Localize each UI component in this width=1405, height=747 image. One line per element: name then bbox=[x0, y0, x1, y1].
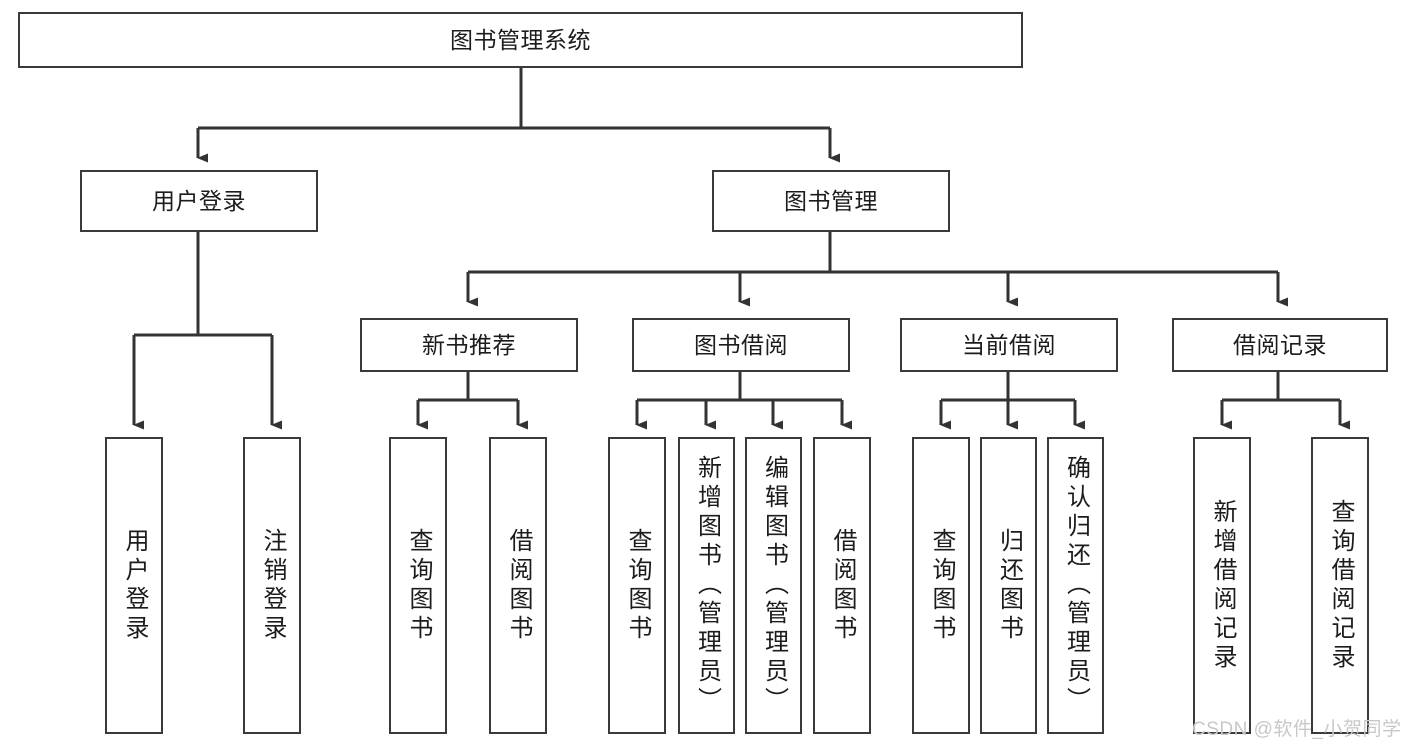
leaf-user-login-logout-label: 注销登录 bbox=[259, 527, 286, 644]
leaf-current-borrow-confirm-return[interactable]: 确认归还（管理员） bbox=[1047, 437, 1104, 734]
node-new-book-recommend-label: 新书推荐 bbox=[422, 331, 516, 358]
leaf-current-borrow-return-book[interactable]: 归还图书 bbox=[980, 437, 1037, 734]
leaf-borrow-record-query-record-label: 查询借阅记录 bbox=[1327, 498, 1354, 673]
leaf-user-login-logout[interactable]: 注销登录 bbox=[243, 437, 301, 734]
node-book-management[interactable]: 图书管理 bbox=[712, 170, 950, 232]
leaf-borrow-record-add-record-label: 新增借阅记录 bbox=[1209, 498, 1236, 673]
leaf-book-borrow-edit-book[interactable]: 编辑图书（管理员） bbox=[745, 437, 802, 734]
node-root-book-management-system[interactable]: 图书管理系统 bbox=[18, 12, 1023, 68]
node-root-label: 图书管理系统 bbox=[450, 26, 591, 53]
leaf-book-borrow-edit-book-label: 编辑图书（管理员） bbox=[760, 455, 788, 716]
node-borrow-record[interactable]: 借阅记录 bbox=[1172, 318, 1388, 372]
leaf-current-borrow-confirm-return-label: 确认归还（管理员） bbox=[1062, 455, 1090, 716]
node-book-management-label: 图书管理 bbox=[784, 187, 878, 214]
leaf-new-book-borrow-book[interactable]: 借阅图书 bbox=[489, 437, 547, 734]
node-current-borrow[interactable]: 当前借阅 bbox=[900, 318, 1118, 372]
leaf-book-borrow-borrow-book-label: 借阅图书 bbox=[829, 527, 856, 644]
leaf-current-borrow-query-book-label: 查询图书 bbox=[928, 527, 955, 644]
leaf-current-borrow-return-book-label: 归还图书 bbox=[995, 527, 1023, 644]
leaf-book-borrow-add-book[interactable]: 新增图书（管理员） bbox=[678, 437, 735, 734]
leaf-borrow-record-query-record[interactable]: 查询借阅记录 bbox=[1311, 437, 1369, 734]
leaf-borrow-record-add-record[interactable]: 新增借阅记录 bbox=[1193, 437, 1251, 734]
leaf-new-book-query-book[interactable]: 查询图书 bbox=[389, 437, 447, 734]
node-borrow-record-label: 借阅记录 bbox=[1233, 331, 1327, 358]
node-book-borrow-label: 图书借阅 bbox=[694, 331, 788, 358]
node-user-login[interactable]: 用户登录 bbox=[80, 170, 318, 232]
leaf-user-login-login[interactable]: 用户登录 bbox=[105, 437, 163, 734]
leaf-book-borrow-query-book-label: 查询图书 bbox=[624, 527, 651, 644]
leaf-current-borrow-query-book[interactable]: 查询图书 bbox=[912, 437, 970, 734]
leaf-user-login-login-label: 用户登录 bbox=[121, 527, 148, 644]
leaf-book-borrow-query-book[interactable]: 查询图书 bbox=[608, 437, 666, 734]
node-current-borrow-label: 当前借阅 bbox=[962, 331, 1056, 358]
leaf-new-book-borrow-book-label: 借阅图书 bbox=[505, 527, 532, 644]
leaf-new-book-query-book-label: 查询图书 bbox=[405, 527, 432, 644]
leaf-book-borrow-borrow-book[interactable]: 借阅图书 bbox=[813, 437, 871, 734]
node-new-book-recommend[interactable]: 新书推荐 bbox=[360, 318, 578, 372]
node-book-borrow[interactable]: 图书借阅 bbox=[632, 318, 850, 372]
node-user-login-label: 用户登录 bbox=[152, 187, 246, 214]
leaf-book-borrow-add-book-label: 新增图书（管理员） bbox=[693, 455, 721, 716]
